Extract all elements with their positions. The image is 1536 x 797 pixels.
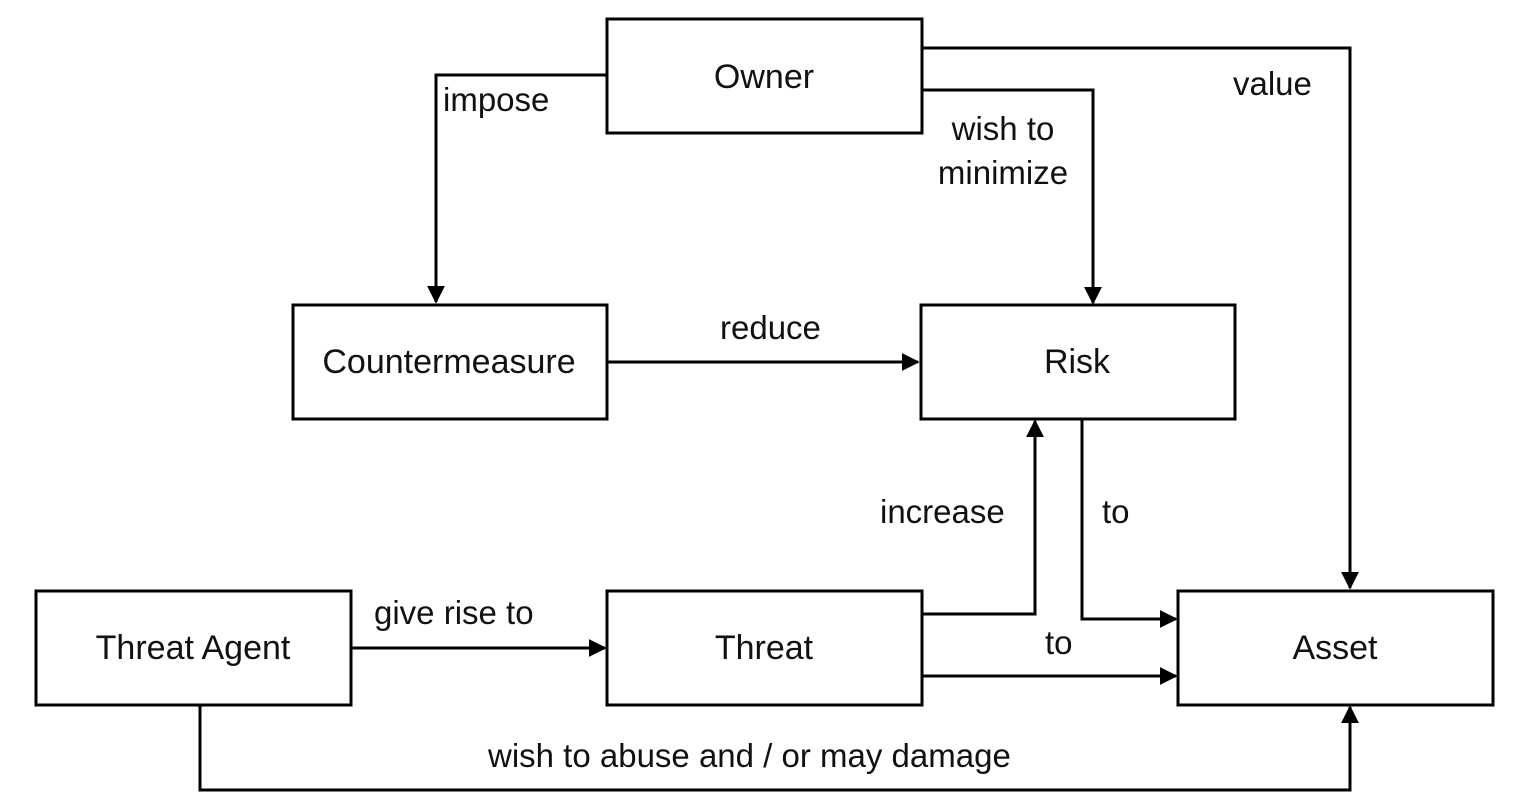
edge-label-give-rise-to: give rise to <box>374 594 534 631</box>
node-threat: Threat <box>605 589 924 707</box>
node-countermeasure: Countermeasure <box>291 303 609 421</box>
edge-owner-impose-countermeasure <box>427 73 607 304</box>
edge-owner-value-asset <box>922 46 1359 590</box>
edge-threat-increase-risk <box>922 419 1044 616</box>
node-owner-label: Owner <box>714 58 814 96</box>
edge-owner-minimize-risk <box>922 88 1102 305</box>
edge-label-reduce: reduce <box>720 309 821 346</box>
node-asset: Asset <box>1176 589 1495 707</box>
node-asset-label: Asset <box>1292 629 1378 667</box>
node-threat-agent-label: Threat Agent <box>96 629 291 667</box>
edge-label-increase: increase <box>880 493 1005 530</box>
edge-label-minimize: minimize <box>938 154 1068 191</box>
edge-label-wish-to-abuse: wish to abuse and / or may damage <box>487 737 1011 774</box>
edge-agent-abuse-asset <box>198 705 1359 792</box>
edge-label-wish-to: wish to <box>951 110 1055 147</box>
edge-label-impose: impose <box>443 81 549 118</box>
node-threat-label: Threat <box>715 629 814 667</box>
edge-risk-to-asset <box>1080 420 1178 628</box>
node-threat-agent: Threat Agent <box>34 589 353 707</box>
edge-label-risk-to: to <box>1102 493 1130 530</box>
node-risk: Risk <box>919 303 1237 421</box>
edge-label-value: value <box>1233 65 1312 102</box>
node-owner: Owner <box>605 17 924 135</box>
edge-label-threat-to: to <box>1045 624 1073 661</box>
node-risk-label: Risk <box>1044 343 1111 381</box>
node-countermeasure-label: Countermeasure <box>322 343 575 381</box>
